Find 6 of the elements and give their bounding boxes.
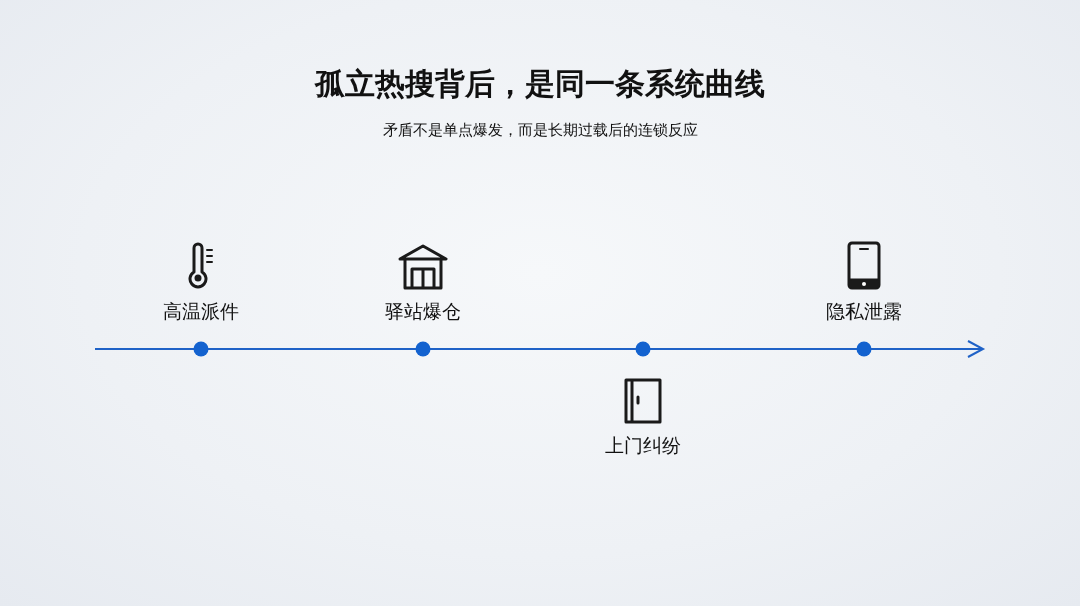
event-label: 驿站爆仓 [385, 299, 461, 324]
event-label: 上门纠纷 [605, 433, 681, 458]
event-label: 隐私泄露 [826, 299, 902, 324]
event-label: 高温派件 [163, 299, 239, 324]
title: 孤立热搜背后，是同一条系统曲线 [315, 65, 765, 103]
subtitle: 矛盾不是单点爆发，而是长期过载后的连锁反应 [382, 121, 698, 140]
